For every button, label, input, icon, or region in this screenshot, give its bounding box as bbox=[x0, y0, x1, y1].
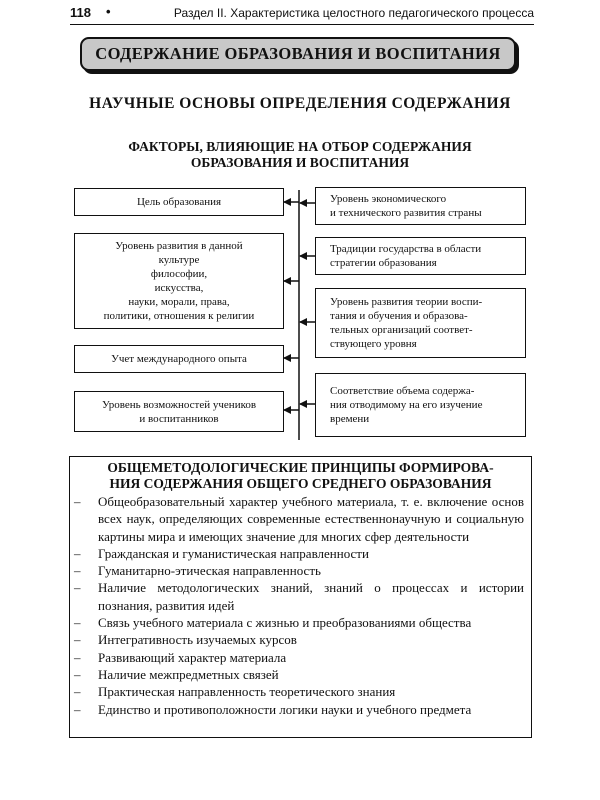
list-item: –Развивающий характер материала bbox=[74, 649, 287, 665]
factor-box-volume: Соответствие объема содержа- ния отводим… bbox=[315, 373, 526, 437]
page-number: 118 bbox=[70, 5, 91, 20]
list-item: –Общеобразовательный характер учебного м… bbox=[74, 494, 524, 544]
list-item: –Практическая направленность теоретическ… bbox=[74, 684, 396, 700]
factor-box-goal: Цель образования bbox=[74, 188, 284, 216]
factor-box-international: Учет международного опыта bbox=[74, 345, 284, 373]
list-item: –Наличие методологических знаний, знаний… bbox=[74, 580, 524, 613]
factors-title-line-1: ФАКТОРЫ, ВЛИЯЮЩИЕ НА ОТБОР СОДЕРЖАНИЯ bbox=[128, 139, 472, 154]
page-header: 118 • Раздел II. Характеристика целостно… bbox=[70, 4, 534, 25]
list-item: –Гуманитарно-этическая направленность bbox=[74, 563, 321, 579]
running-head: Раздел II. Характеристика целостного пед… bbox=[173, 6, 534, 20]
factor-box-traditions: Традиции государства в области стратегии… bbox=[315, 237, 526, 275]
list-item: –Единство и противоположности логики нау… bbox=[74, 701, 472, 717]
chapter-title: СОДЕРЖАНИЕ ОБРАЗОВАНИЯ И ВОСПИТАНИЯ bbox=[95, 44, 501, 63]
factor-box-economy: Уровень экономического и технического ра… bbox=[315, 187, 526, 225]
factor-box-theory: Уровень развития теории воспи- тания и о… bbox=[315, 288, 526, 358]
list-item: –Гражданская и гуманистическая направлен… bbox=[74, 545, 369, 561]
factors-title-line-2: ОБРАЗОВАНИЯ И ВОСПИТАНИЯ bbox=[190, 155, 410, 170]
list-item: –Интегративность изучаемых курсов bbox=[74, 632, 297, 648]
principles-list: –Общеобразовательный характер учебного м… bbox=[74, 493, 524, 718]
header-separator: • bbox=[106, 4, 111, 19]
list-item: –Связь учебного материала с жизнью и пре… bbox=[74, 615, 472, 631]
factors-title: ФАКТОРЫ, ВЛИЯЮЩИЕ НА ОТБОР СОДЕРЖАНИЯ ОБ… bbox=[80, 139, 520, 171]
chapter-banner: СОДЕРЖАНИЕ ОБРАЗОВАНИЯ И ВОСПИТАНИЯ bbox=[80, 37, 516, 71]
principles-block: ОБЩЕМЕТОДОЛОГИЧЕСКИЕ ПРИНЦИПЫ ФОРМИРОВА-… bbox=[69, 456, 532, 738]
list-item: –Наличие межпредметных связей bbox=[74, 666, 279, 682]
principles-title: ОБЩЕМЕТОДОЛОГИЧЕСКИЕ ПРИНЦИПЫ ФОРМИРОВА-… bbox=[107, 460, 494, 491]
factor-box-students: Уровень возможностей учеников и воспитан… bbox=[74, 391, 284, 432]
factor-box-culture: Уровень развития в данной культуре филос… bbox=[74, 233, 284, 329]
section-title: НАУЧНЫЕ ОСНОВЫ ОПРЕДЕЛЕНИЯ СОДЕРЖАНИЯ bbox=[89, 95, 511, 112]
